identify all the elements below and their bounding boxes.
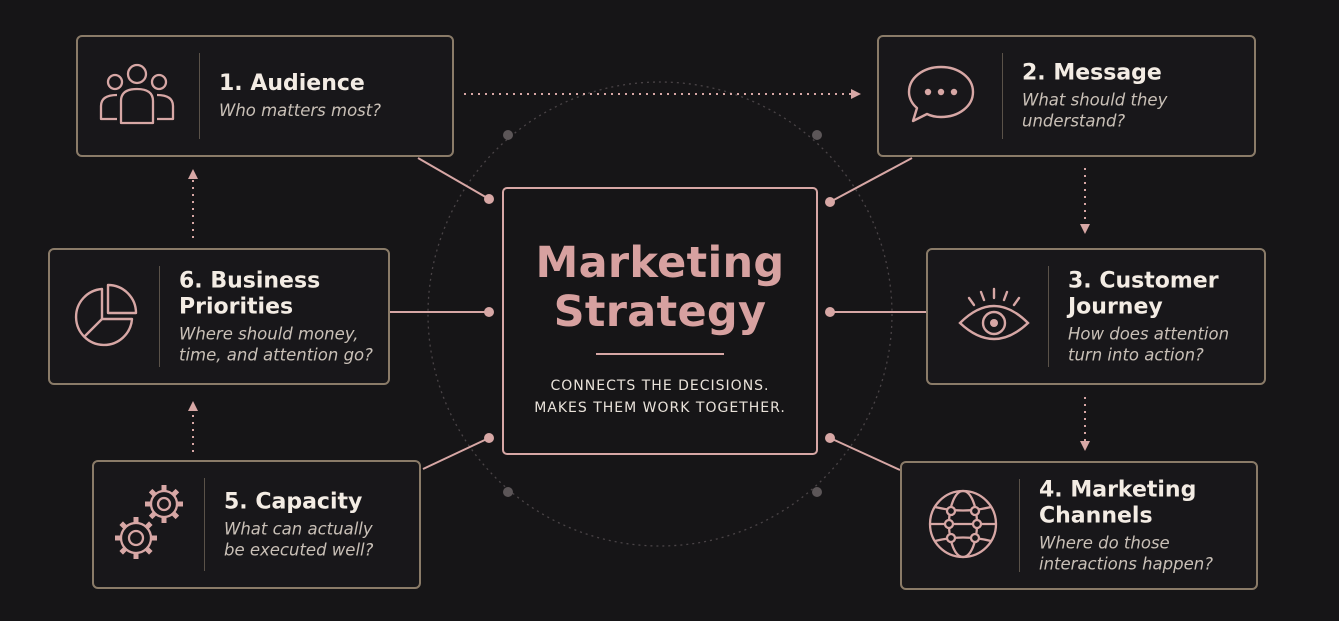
connector-dot — [825, 433, 835, 443]
central-hub: Marketing Strategy CONNECTS THE DECISION… — [502, 187, 818, 455]
connector-dot — [484, 194, 494, 204]
node-title: 2. Message — [1022, 60, 1162, 86]
card-divider — [159, 266, 160, 367]
node-marketing-channels: 4. Marketing Channels Where do those int… — [900, 461, 1258, 590]
node-audience: 1. Audience Who matters most? — [76, 35, 454, 157]
orbit-dot — [812, 130, 822, 140]
globe-network-icon — [926, 487, 1000, 565]
card-divider — [1019, 479, 1020, 572]
central-tagline: CONNECTS THE DECISIONS. MAKES THEM WORK … — [534, 378, 786, 416]
connector-dot — [825, 197, 835, 207]
node-subtitle: Who matters most? — [219, 101, 382, 120]
orbit-circle — [427, 81, 893, 547]
gears-icon — [110, 482, 188, 568]
node-title: 4. Marketing Channels — [1039, 477, 1197, 528]
card-divider — [204, 478, 205, 571]
card-divider — [1002, 53, 1003, 139]
connector-channels — [829, 437, 901, 471]
node-customer-journey: 3. Customer Journey How does attention t… — [926, 248, 1266, 385]
node-subtitle: Where should money, time, and attention … — [179, 324, 373, 364]
orbit-dot — [503, 130, 513, 140]
eye-icon — [956, 285, 1032, 349]
central-divider — [596, 353, 724, 355]
node-subtitle: What can actually be executed well? — [224, 519, 374, 559]
node-title: 5. Capacity — [224, 489, 363, 514]
node-title: 1. Audience — [219, 71, 365, 96]
orbit-dot — [503, 487, 513, 497]
connector-dot — [825, 307, 835, 317]
people-icon — [98, 61, 176, 131]
connector-capacity — [422, 437, 490, 470]
connector-dot — [484, 433, 494, 443]
pie-chart-icon — [72, 281, 140, 353]
node-subtitle: How does attention turn into action? — [1068, 324, 1230, 364]
orbit-dot — [812, 487, 822, 497]
card-divider — [1048, 266, 1049, 367]
node-subtitle: What should they understand? — [1022, 90, 1168, 131]
node-business-priorities: 6. Business Priorities Where should mone… — [48, 248, 390, 385]
connector-audience — [417, 157, 490, 200]
node-subtitle: Where do those interactions happen? — [1039, 533, 1213, 573]
connector-message — [829, 157, 913, 203]
node-title: 6. Business Priorities — [179, 268, 321, 319]
central-title: Marketing Strategy — [535, 238, 785, 337]
node-capacity: 5. Capacity What can actually be execute… — [92, 460, 421, 589]
node-title: 3. Customer Journey — [1068, 268, 1219, 319]
node-message: 2. Message What should they understand? — [877, 35, 1256, 157]
card-divider — [199, 53, 200, 139]
speech-bubble-icon — [905, 63, 977, 129]
connector-dot — [484, 307, 494, 317]
